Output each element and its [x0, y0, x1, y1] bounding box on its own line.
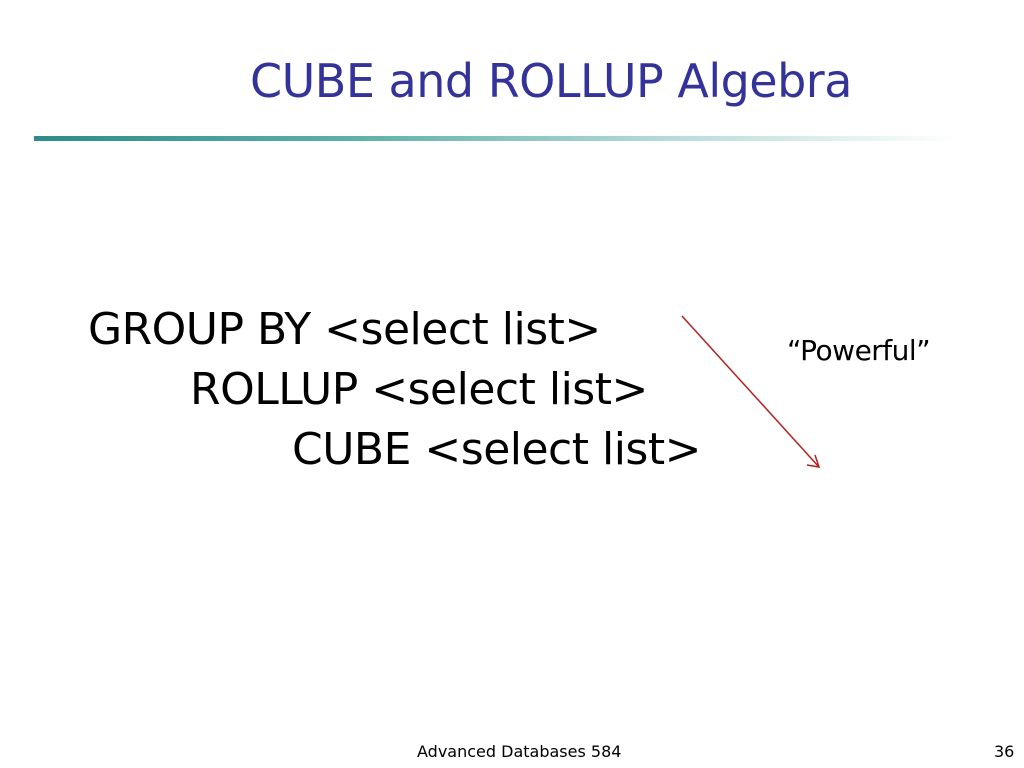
page-number: 36: [994, 742, 1015, 761]
title-rule: [34, 136, 956, 141]
slide-footer: Advanced Databases 584: [417, 742, 622, 761]
cube-line: CUBE <select list>: [292, 424, 701, 475]
slide-title: CUBE and ROLLUP Algebra: [250, 54, 852, 108]
group-by-line: GROUP BY <select list>: [88, 304, 601, 355]
powerful-annotation: “Powerful”: [787, 334, 931, 367]
rollup-line: ROLLUP <select list>: [190, 364, 648, 415]
